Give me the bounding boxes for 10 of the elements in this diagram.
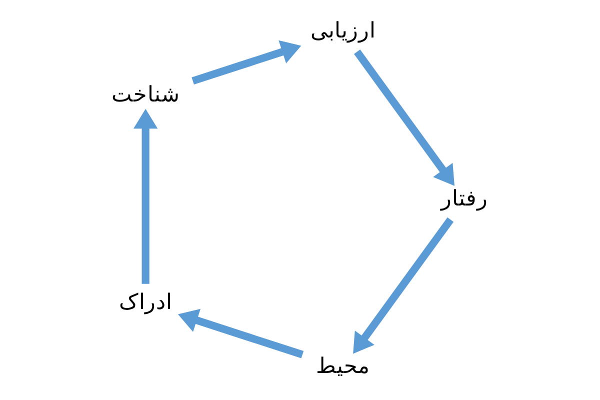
arrow (353, 217, 454, 354)
node-text: رفتار (441, 186, 488, 210)
arrow (354, 50, 455, 186)
node-text: محیط (316, 354, 370, 378)
arrow (133, 108, 158, 284)
node-text: ارزیابی (310, 18, 376, 43)
node-text: شناخت (112, 82, 180, 107)
arrow (192, 40, 302, 85)
node-text: ادراک (119, 290, 172, 314)
arrow (178, 308, 304, 358)
